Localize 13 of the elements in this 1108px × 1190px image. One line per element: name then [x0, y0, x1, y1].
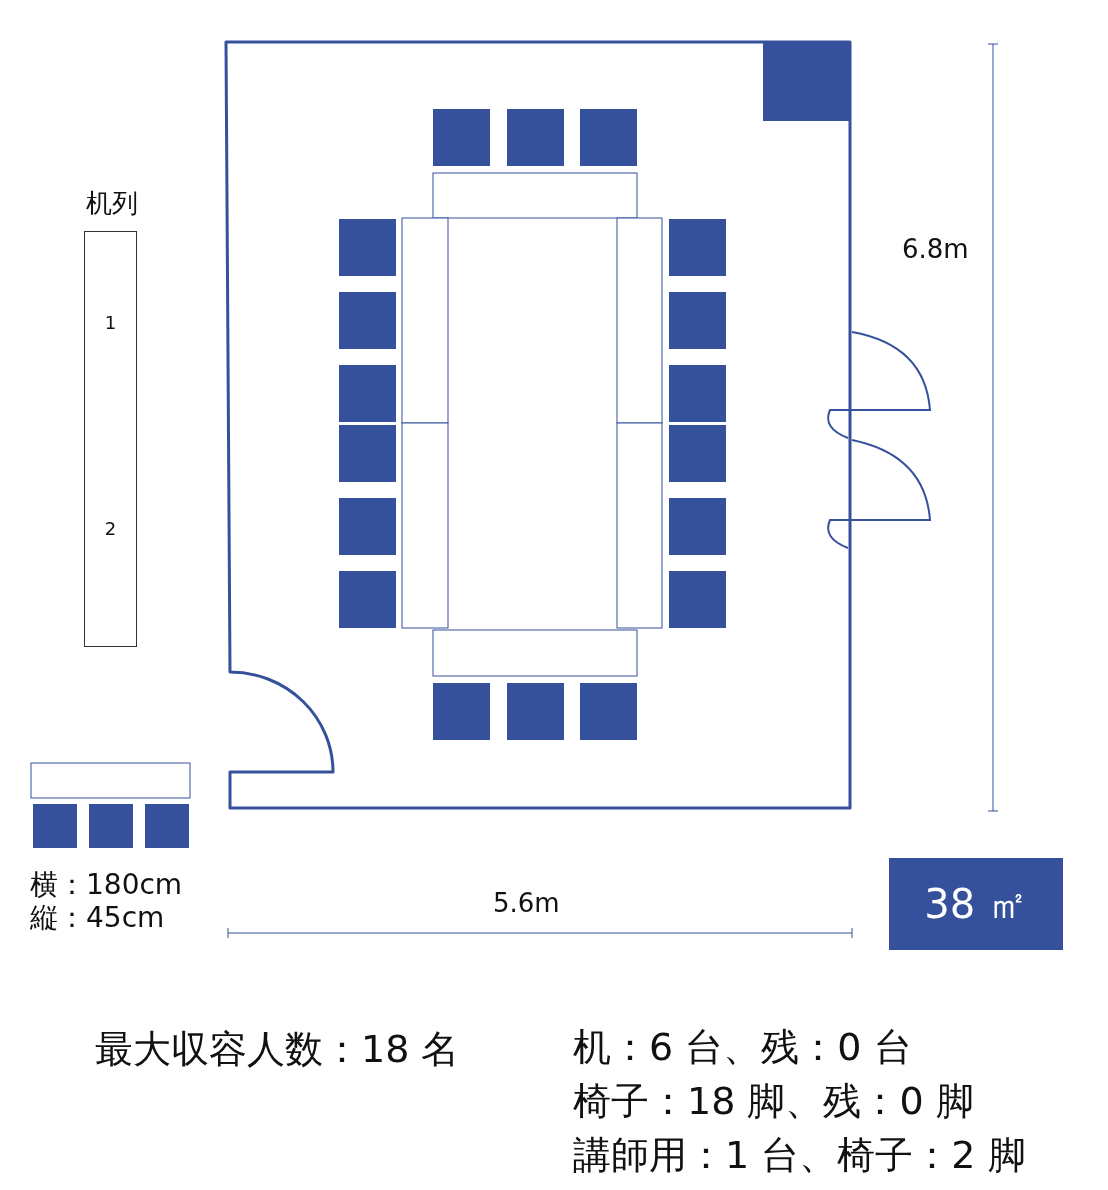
- size-note: 横：180cm: [30, 871, 183, 899]
- count-note: 椅子：18 脚、残：0 脚: [573, 1082, 974, 1120]
- capacity-note: 最大収容人数：18 名: [95, 1030, 460, 1068]
- dimension-label: 6.8m: [902, 236, 969, 262]
- area-value: 38 ㎡: [924, 879, 1028, 929]
- row-number: 2: [103, 520, 118, 538]
- area-box: [889, 858, 1063, 950]
- dimension-label: 5.6m: [493, 890, 560, 916]
- size-note: 縦：45cm: [30, 904, 165, 932]
- heading: 机列: [84, 190, 139, 216]
- row-number: 1: [103, 314, 118, 332]
- count-note: 机：6 台、残：0 台: [573, 1028, 912, 1066]
- count-note: 講師用：1 台、椅子：2 脚: [573, 1136, 1026, 1174]
